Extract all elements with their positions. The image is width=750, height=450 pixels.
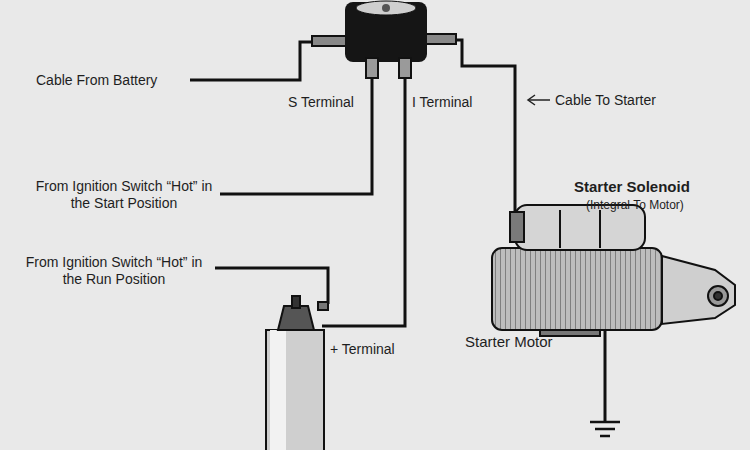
ignition-coil-wire bbox=[322, 78, 405, 326]
ground-symbol bbox=[590, 422, 620, 436]
cable-label: Cable From Battery bbox=[36, 72, 157, 89]
terminal-label: I Terminal bbox=[412, 94, 472, 111]
run-wire bbox=[215, 268, 328, 304]
terminal-label: S Terminal bbox=[288, 94, 354, 111]
part-name: Starter Motor bbox=[465, 333, 553, 350]
battery-cable bbox=[190, 42, 312, 80]
terminal-label: + Terminal bbox=[330, 341, 395, 358]
pointer-arrow bbox=[528, 95, 550, 105]
part-note: (Integral To Motor) bbox=[586, 197, 684, 214]
start-wire bbox=[220, 78, 372, 194]
starter-relay bbox=[312, 1, 456, 78]
cable-label: Cable To Starter bbox=[555, 92, 656, 109]
starter-cable bbox=[455, 40, 515, 212]
wire-source-label: From Ignition Switch “Hot” in the Run Po… bbox=[18, 254, 210, 288]
ground-wire bbox=[604, 330, 607, 422]
wire-source-label: From Ignition Switch “Hot” in the Start … bbox=[28, 178, 220, 212]
part-name: Starter Solenoid bbox=[574, 178, 690, 195]
ignition-coil bbox=[266, 296, 328, 450]
starter-motor bbox=[492, 205, 735, 336]
